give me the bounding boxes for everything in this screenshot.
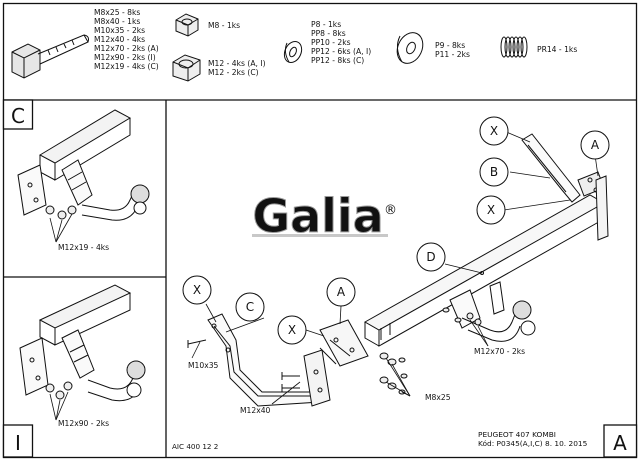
- washer-line-4: PP12 - 6ks (A, I): [311, 47, 371, 56]
- large-washer-icon: [396, 32, 424, 64]
- variant-box: [603, 424, 638, 458]
- hardware-strip: [11, 13, 528, 82]
- large-washer-line-1: P9 - 8ks: [435, 41, 465, 50]
- balloon-a-middle: [326, 277, 356, 307]
- balloon-b: [479, 157, 509, 187]
- m8-nut-icon: [175, 13, 199, 37]
- panel-i-letter: I: [15, 431, 21, 455]
- balloon-x-left: [182, 275, 212, 305]
- fasteners-d: [442, 307, 462, 323]
- bolt-line-3: M10x35 - 2ks: [94, 26, 145, 35]
- variant-letter: A: [613, 431, 627, 455]
- galia-logo: Galia ®: [252, 189, 397, 244]
- washer-icon: [283, 40, 303, 64]
- balloon-c-label: C: [246, 300, 254, 314]
- bracket-a-middle: [303, 319, 369, 407]
- label-m10x35: M10x35: [188, 361, 219, 370]
- label-m12x40: M12x40: [240, 406, 271, 415]
- spring-icon: [500, 36, 528, 58]
- balloon-x-low: [277, 315, 307, 345]
- panel-c-towbar: [17, 109, 150, 221]
- nut-m8-label: M8 - 1ks: [208, 21, 240, 30]
- large-washer-line-2: P11 - 2ks: [435, 50, 470, 59]
- main-drawing: Galia ®: [172, 116, 638, 458]
- bolt-line-4: M12x40 - 4ks: [94, 35, 145, 44]
- balloon-x-top: [479, 116, 509, 146]
- nut-m12-line-1: M12 - 4ks (A, I): [208, 59, 266, 68]
- panel-i-towbar: [19, 284, 146, 402]
- drawing-code: AIC 400 12 2: [172, 442, 218, 451]
- panel-i: I M12x90 - 2ks: [2, 284, 146, 458]
- balloon-a-right: [580, 130, 610, 160]
- leader-lines: [191, 130, 599, 405]
- balloon-x-low-label: X: [288, 323, 296, 337]
- balloon-d: [416, 242, 446, 272]
- vehicle-model: PEUGEOT 407 KOMBI: [478, 430, 556, 439]
- bolt-line-7: M12x19 - 4ks (C): [94, 62, 159, 71]
- galia-logo-text: Galia: [252, 189, 383, 243]
- washer-line-5: PP12 - 8ks (C): [311, 56, 364, 65]
- drawing-kod: Kód: P0345(A,I,C) 8. 10. 2015: [478, 439, 588, 448]
- nut-m12-line-2: M12 - 2ks (C): [208, 68, 259, 77]
- fasteners-a: [187, 339, 408, 395]
- balloon-d-label: D: [426, 250, 435, 264]
- side-plate-a-right: [595, 175, 609, 241]
- panel-c-letter: C: [11, 104, 25, 128]
- balloon-x-left-label: X: [193, 283, 201, 297]
- balloon-x-top-label: X: [490, 124, 498, 138]
- washer-line-2: PP8 - 8ks: [311, 29, 346, 38]
- m12-nut-icon: [172, 54, 201, 82]
- label-m12x70: M12x70 - 2ks: [474, 347, 525, 356]
- balloon-a-right-label: A: [591, 138, 600, 152]
- balloon-x-mid-label: X: [487, 203, 495, 217]
- balloon-b-label: B: [490, 165, 498, 179]
- registered-mark: ®: [384, 203, 397, 218]
- panel-c: C M12x19 - 4ks: [2, 99, 150, 252]
- panel-c-bolt-label: M12x19 - 4ks: [58, 243, 109, 252]
- spring-label: PR14 - 1ks: [537, 45, 577, 54]
- bolt-line-2: M8x40 - 1ks: [94, 17, 140, 26]
- reference-balloons: [182, 116, 610, 345]
- bolt-icon: [11, 34, 89, 79]
- panel-i-bolt-label: M12x90 - 2ks: [58, 419, 109, 428]
- balloon-a-middle-label: A: [337, 285, 346, 299]
- bolt-line-1: M8x25 - 8ks: [94, 8, 140, 17]
- balloon-x-mid: [476, 195, 506, 225]
- balloon-c: [235, 292, 265, 322]
- hardware-labels: M8x25 - 8ks M8x40 - 1ks M10x35 - 2ks M12…: [94, 8, 577, 77]
- bolt-line-5: M12x70 - 2ks (A): [94, 44, 159, 53]
- ball-coupling: [449, 281, 536, 342]
- washer-line-3: PP10 - 2ks: [311, 38, 351, 47]
- bolt-line-6: M12x90 - 2ks (I): [94, 53, 156, 62]
- washer-line-1: P8 - 1ks: [311, 20, 341, 29]
- label-m8x25: M8x25: [425, 393, 451, 402]
